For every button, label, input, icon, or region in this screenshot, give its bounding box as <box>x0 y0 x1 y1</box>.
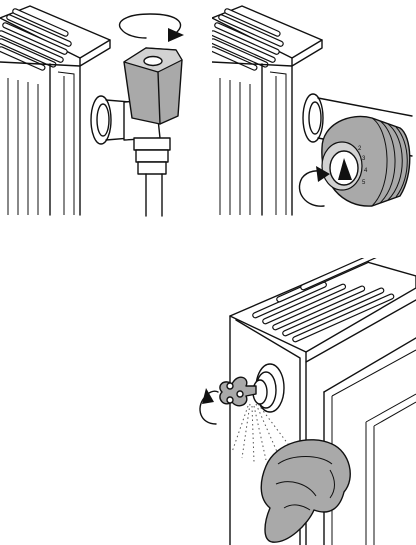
thermostat-head-illustration: 2 3 4 5 <box>212 0 416 225</box>
bleed-valve <box>252 363 285 413</box>
thermostat-head-drawing: 2 3 4 5 <box>212 5 413 216</box>
valve-cap-illustration <box>0 0 205 225</box>
valve-cap-drawing <box>0 5 184 217</box>
radiator-top-grille <box>229 258 416 363</box>
rotate-clockwise-arrow-icon <box>298 166 330 207</box>
dial-number-3: 3 <box>362 156 366 162</box>
rotate-clockwise-arrow-icon <box>118 13 184 42</box>
cloth <box>260 439 351 543</box>
bleed-radiator-drawing <box>199 258 416 545</box>
radiator-top-grille <box>0 5 111 71</box>
bleed-radiator-illustration <box>180 258 416 545</box>
valve-coupling <box>90 95 131 145</box>
radiator-side-panel <box>0 61 81 216</box>
dial-number-4: 4 <box>364 168 368 174</box>
rotate-counterclockwise-arrow-icon <box>199 388 219 425</box>
valve-cap <box>123 47 183 125</box>
radiator-top-grille <box>212 5 323 71</box>
bleed-key <box>219 376 257 407</box>
water-spray <box>231 403 289 463</box>
dial-number-2: 2 <box>358 146 362 152</box>
thermostat-head: 2 3 4 5 <box>321 115 411 207</box>
dial-number-5: 5 <box>362 180 366 186</box>
radiator-side-panel <box>212 61 293 216</box>
